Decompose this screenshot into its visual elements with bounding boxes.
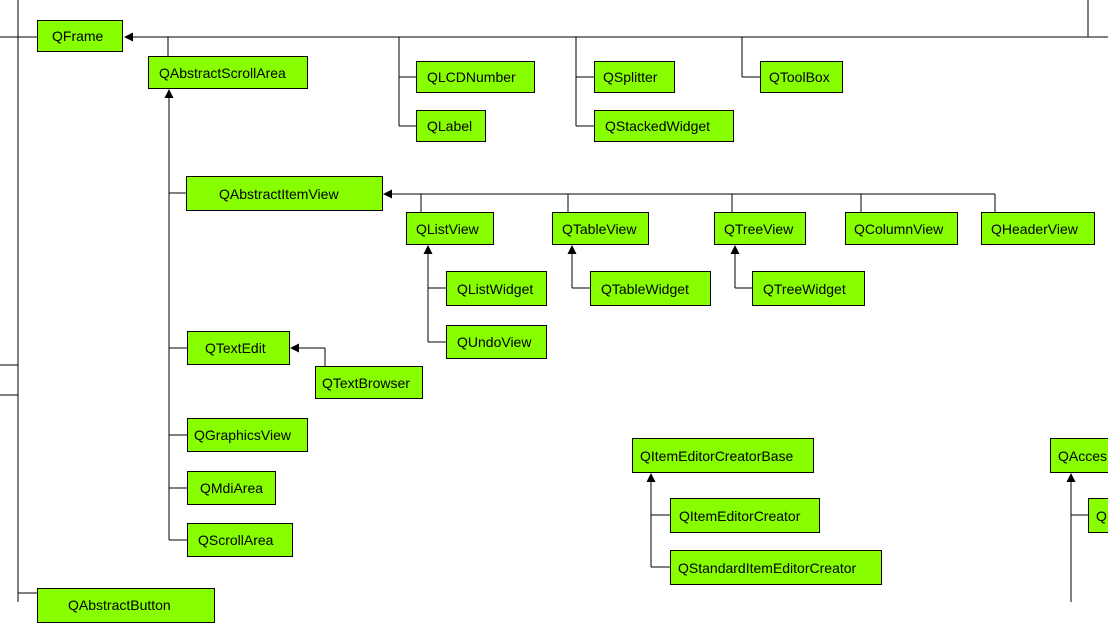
node-qabstractscrollarea: QAbstractScrollArea	[148, 56, 308, 89]
node-label: Q	[1096, 507, 1107, 524]
node-label: QScrollArea	[198, 532, 274, 548]
node-qlistview: QListView	[406, 212, 494, 245]
node-label: QListView	[416, 220, 479, 237]
node-label: QGraphicsView	[194, 427, 292, 443]
node-qstandarditemeditorcreator: QStandardItemEditorCreator	[670, 550, 882, 585]
node-qframe: QFrame	[37, 20, 123, 52]
node-label: QFrame	[52, 28, 104, 44]
arrowhead	[646, 473, 656, 482]
node-label: QLCDNumber	[427, 69, 516, 85]
node-qcolumnview: QColumnView	[845, 212, 958, 245]
node-qtablewidget: QTableWidget	[590, 271, 711, 306]
node-label: QItemEditorCreatorBase	[640, 447, 794, 464]
node-qlabel: QLabel	[416, 110, 486, 142]
node-label: QColumnView	[854, 220, 944, 237]
node-qmdiarea: QMdiArea	[187, 471, 276, 505]
node-qgraphicsview: QGraphicsView	[187, 418, 308, 452]
node-label: QMdiArea	[200, 480, 264, 496]
node-qlcdnumber: QLCDNumber	[416, 61, 535, 93]
node-label: QAbstractItemView	[219, 185, 339, 202]
qframe-arrowhead	[124, 32, 133, 42]
node-qabstractbutton: QAbstractButton	[37, 588, 215, 623]
itemview-arrowhead	[383, 189, 392, 199]
node-qtextbrowser: QTextBrowser	[315, 366, 423, 399]
arrowhead	[730, 245, 740, 254]
node-label: QItemEditorCreator	[679, 507, 801, 524]
node-label: QStackedWidget	[605, 118, 711, 134]
node-qaccess: QAcces	[1050, 438, 1108, 473]
arrowhead	[567, 245, 577, 254]
node-qundoview: QUndoView	[446, 325, 547, 359]
node-label: QHeaderView	[991, 220, 1078, 237]
node-qabstractitemview: QAbstractItemView	[186, 176, 383, 211]
node-qtoolbox: QToolBox	[760, 61, 843, 93]
node-label: QAbstractScrollArea	[159, 64, 286, 81]
node-label: QTreeView	[724, 220, 794, 237]
arrowhead	[1066, 473, 1076, 482]
node-label: QTreeWidget	[763, 280, 846, 297]
node-qtextedit: QTextEdit	[187, 331, 290, 365]
node-label: QTableWidget	[601, 280, 689, 297]
node-qaccess-child: Q	[1088, 498, 1108, 533]
node-label: QStandardItemEditorCreator	[678, 559, 857, 576]
node-label: QTextEdit	[205, 340, 266, 356]
node-label: QUndoView	[457, 334, 532, 350]
node-label: QAbstractButton	[68, 597, 171, 613]
node-label: QTextBrowser	[322, 374, 410, 391]
node-qitemeditorcreatorbase: QItemEditorCreatorBase	[632, 438, 814, 473]
node-qscrollarea: QScrollArea	[187, 523, 293, 557]
node-qtableview: QTableView	[552, 212, 649, 245]
node-label: QAcces	[1058, 447, 1108, 464]
connector-lines	[0, 0, 1108, 602]
node-label: QLabel	[427, 118, 473, 134]
node-label: QListWidget	[457, 280, 534, 297]
scrollarea-arrowhead	[164, 89, 174, 98]
node-label: QSplitter	[603, 69, 658, 85]
node-qstackedwidget: QStackedWidget	[594, 110, 734, 142]
node-qtreewidget: QTreeWidget	[752, 271, 865, 306]
node-label: QTableView	[562, 220, 637, 237]
node-qlistwidget: QListWidget	[446, 271, 547, 306]
arrowhead	[423, 245, 433, 254]
node-qsplitter: QSplitter	[594, 61, 675, 93]
textedit-arrowhead	[290, 343, 299, 353]
node-qitemeditorcreator: QItemEditorCreator	[670, 498, 820, 533]
node-label: QToolBox	[769, 69, 830, 85]
node-qheaderview: QHeaderView	[981, 212, 1095, 245]
node-qtreeview: QTreeView	[714, 212, 806, 245]
